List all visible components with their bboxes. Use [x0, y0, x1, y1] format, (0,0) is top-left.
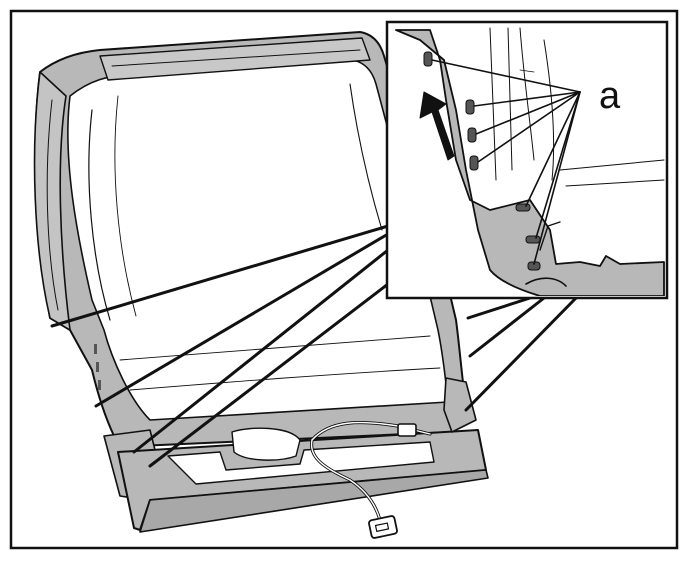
left-bolster — [33, 71, 71, 331]
lower-right-trim — [443, 377, 477, 433]
connector-plug-icon — [368, 515, 398, 539]
direction-arrow-icon — [419, 91, 455, 161]
detail-inset — [385, 20, 669, 300]
left-edge-clips — [94, 344, 101, 390]
lower-cutout — [167, 441, 435, 485]
inset-clip-slots — [423, 51, 541, 271]
callout-lines — [431, 59, 581, 265]
backrest-top-rim — [99, 37, 371, 81]
seat-back-assembly — [33, 31, 489, 539]
leader-lines — [50, 224, 578, 468]
callout-label-a: a — [599, 75, 621, 117]
